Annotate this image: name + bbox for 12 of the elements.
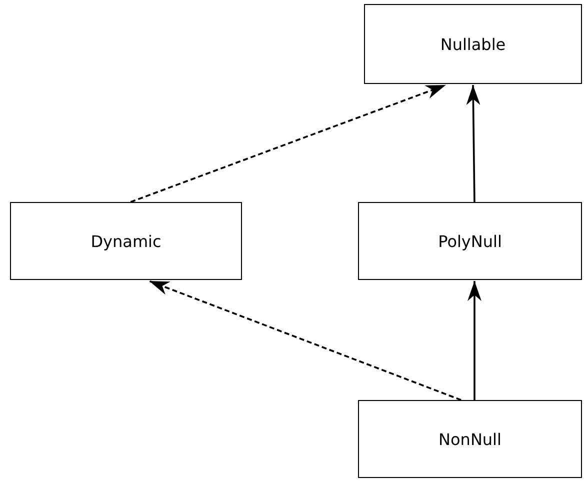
class-box bbox=[358, 400, 582, 478]
class-name: Nullable bbox=[440, 34, 506, 54]
class-name: PolyNull bbox=[438, 232, 502, 250]
class-name: Dynamic bbox=[90, 232, 162, 250]
class-box bbox=[364, 4, 582, 84]
dashed-arrow bbox=[130, 84, 446, 203]
arrow bbox=[467, 281, 482, 400]
arrow bbox=[466, 84, 480, 202]
class-name: NonNull bbox=[438, 430, 502, 448]
class-box bbox=[10, 202, 242, 280]
dashed-arrow bbox=[148, 280, 462, 401]
class-box bbox=[358, 202, 582, 280]
